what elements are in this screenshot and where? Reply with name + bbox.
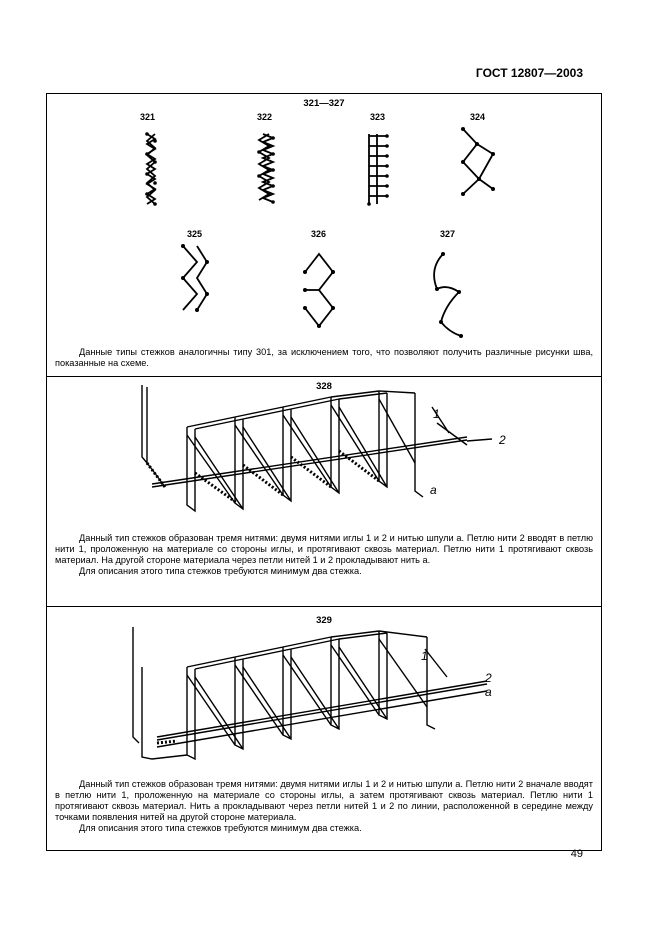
stitch-328-diagram	[141, 385, 493, 513]
pattern-321	[145, 133, 157, 205]
pattern-326-points	[303, 270, 335, 328]
stitch-pattern-diagrams	[145, 127, 495, 338]
section-328: 328	[47, 377, 601, 607]
section3-para2: Для описания этого типа стежков требуютс…	[79, 823, 362, 833]
section2-description: Данный тип стежков образован тремя нитям…	[47, 533, 601, 577]
section2-para1: Данный тип стежков образован тремя нитям…	[55, 533, 593, 565]
thread-label-1: 1	[421, 649, 428, 663]
pattern-323	[368, 134, 387, 204]
thread-label-2: 2	[485, 671, 492, 685]
page-number: 49	[570, 848, 583, 860]
thread-label-a: а	[430, 483, 437, 497]
thread-label-1: 1	[433, 407, 440, 421]
pattern-327	[433, 253, 462, 337]
pattern-325-points	[181, 244, 209, 312]
stitch-329-diagram	[132, 627, 488, 761]
section3-description: Данный тип стежков образован тремя нитям…	[47, 779, 601, 834]
pattern-321-points	[145, 132, 157, 206]
pattern-327-points	[435, 252, 463, 338]
section2-para2: Для описания этого типа стежков требуютс…	[79, 566, 362, 576]
section3-para1: Данный тип стежков образован тремя нитям…	[55, 779, 593, 822]
stitch-label-326: 326	[311, 229, 327, 239]
thread-label-a: а	[485, 685, 492, 699]
stitch-label-324: 324	[470, 112, 486, 122]
pattern-323-points	[367, 134, 389, 206]
section-321-327: 321—327 321 322 323 324 325 326 327	[47, 94, 601, 377]
section1-text: Данные типы стежков аналогичны типу 301,…	[55, 347, 593, 368]
section-title: 328	[316, 381, 332, 392]
pattern-322-points	[257, 136, 275, 204]
document-header: ГОСТ 12807—2003	[475, 66, 583, 80]
pattern-326	[304, 252, 335, 328]
stitch-label-323: 323	[370, 112, 386, 122]
stitch-label-327: 327	[440, 229, 456, 239]
section-title: 321—327	[303, 98, 345, 109]
stitch-table: 321—327 321 322 323 324 325 326 327	[46, 93, 602, 851]
pattern-324	[461, 128, 495, 195]
pattern-322	[257, 133, 276, 203]
section1-description: Данные типы стежков аналогичны типу 301,…	[47, 347, 601, 369]
pattern-324-points	[461, 127, 495, 196]
section-title: 329	[316, 615, 332, 626]
stitch-label-322: 322	[257, 112, 273, 122]
stitch-label-325: 325	[187, 229, 203, 239]
section-329: 329	[47, 607, 601, 850]
pattern-325	[181, 245, 209, 311]
thread-label-2: 2	[499, 433, 506, 447]
stitch-label-321: 321	[140, 112, 156, 122]
